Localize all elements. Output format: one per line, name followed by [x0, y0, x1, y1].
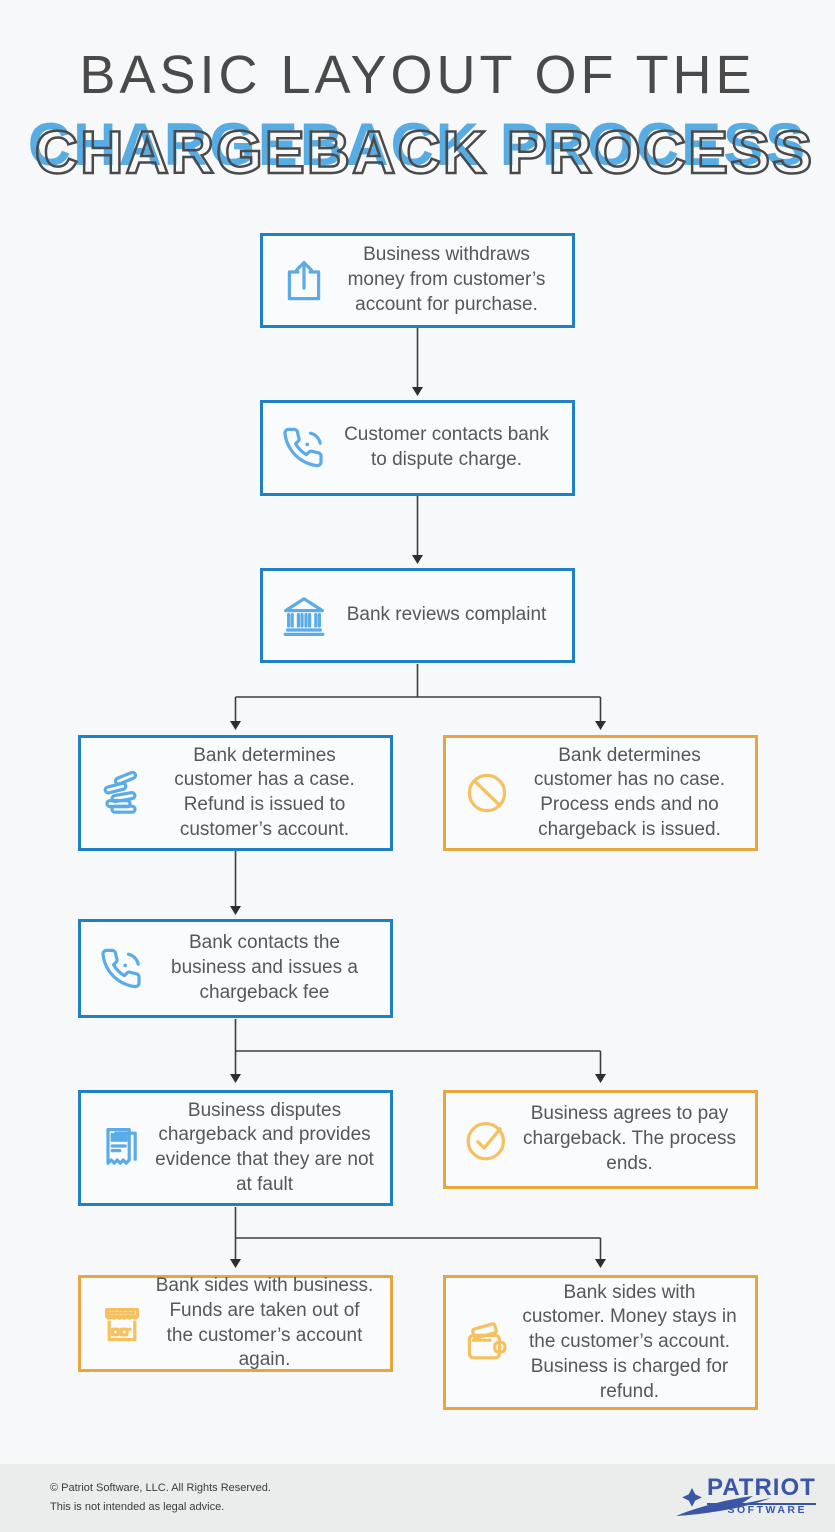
flow-box-text: Bank sides with business. Funds are take… — [155, 1275, 374, 1371]
no-symbol-icon — [456, 769, 518, 817]
wallet-icon — [456, 1319, 518, 1367]
upload-icon — [273, 257, 335, 305]
receipt-icon — [91, 1124, 153, 1172]
copyright-text: © Patriot Software, LLC. All Rights Rese… — [50, 1482, 271, 1495]
flow-box-text: Business withdraws money from customer’s… — [347, 244, 546, 315]
logo-secondary-text: SOFTWARE — [727, 1504, 807, 1516]
flow-box-bank-sides-business: Bank sides with business. Funds are take… — [78, 1275, 393, 1372]
flow-box-bank-sides-customer: Bank sides with customer. Money stays in… — [443, 1275, 758, 1410]
flow-box-text: Bank determines customer has no case. Pr… — [533, 744, 726, 840]
flow-box-bank-contacts-business: Bank contacts the business and issues a … — [78, 919, 393, 1018]
footer-text: © Patriot Software, LLC. All Rights Rese… — [50, 1479, 271, 1516]
flow-box-text: Business disputes chargeback and provide… — [155, 1099, 374, 1195]
flow-box-text: Bank determines customer has a case. Ref… — [174, 744, 355, 840]
title-blue-layer: CHARGEBACK PROCESS — [27, 111, 808, 178]
patriot-software-logo: PATRIOT SOFTWARE — [676, 1472, 816, 1524]
logo-star-swoosh-icon — [676, 1488, 771, 1516]
flow-box-customer-has-no-case: Bank determines customer has no case. Pr… — [443, 735, 758, 851]
footer-band: © Patriot Software, LLC. All Rights Rese… — [0, 1464, 835, 1532]
cash-stack-icon — [91, 769, 153, 817]
flow-box-text: Business agrees to pay chargeback. The p… — [523, 1103, 736, 1174]
flow-box-text: Bank contacts the business and issues a … — [171, 932, 358, 1003]
flow-box-business-withdraws: Business withdraws money from customer’s… — [260, 233, 575, 328]
logo-primary-text: PATRIOT — [707, 1474, 816, 1505]
disclaimer-text: This is not intended as legal advice. — [50, 1501, 225, 1513]
phone-icon — [91, 945, 153, 993]
flow-box-text: Customer contacts bank to dispute charge… — [344, 424, 549, 470]
page-title-line2: CHARGEBACK PROCESS CHARGEBACK PROCESS — [0, 110, 835, 200]
flow-box-bank-reviews-complaint: Bank reviews complaint — [260, 568, 575, 663]
flow-box-customer-has-case: Bank determines customer has a case. Ref… — [78, 735, 393, 851]
phone-icon — [273, 424, 335, 472]
title-outline-layer: CHARGEBACK PROCESS — [34, 118, 815, 188]
page-title-line1: BASIC LAYOUT OF THE — [79, 45, 756, 105]
check-circle-icon — [456, 1116, 518, 1164]
flow-box-customer-contacts-bank: Customer contacts bank to dispute charge… — [260, 400, 575, 496]
flow-box-business-disputes: Business disputes chargeback and provide… — [78, 1090, 393, 1206]
flow-box-business-agrees-to-pay: Business agrees to pay chargeback. The p… — [443, 1090, 758, 1189]
storefront-icon — [91, 1300, 153, 1348]
bank-icon — [273, 592, 335, 640]
flow-box-text: Bank sides with customer. Money stays in… — [522, 1281, 737, 1402]
flow-box-text: Bank reviews complaint — [346, 604, 547, 626]
